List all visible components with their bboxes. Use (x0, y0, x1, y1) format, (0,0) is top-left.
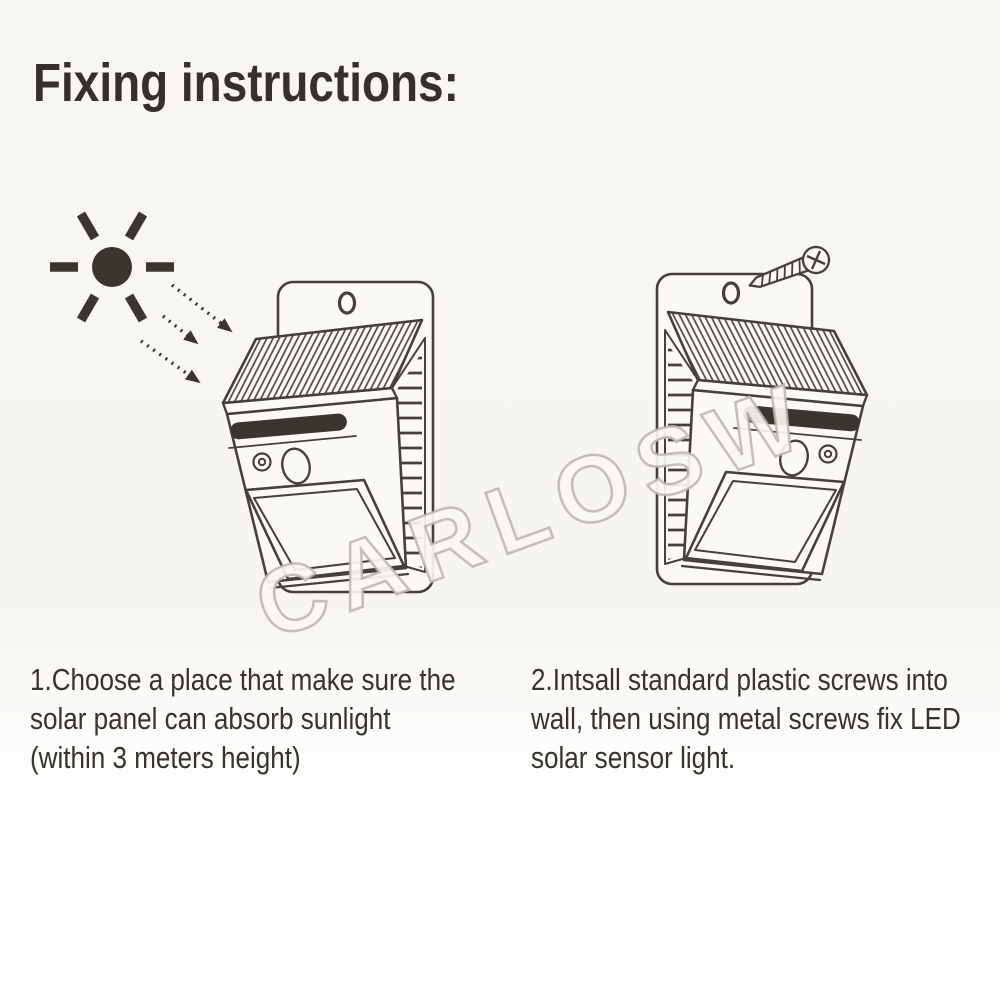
screw-icon (748, 245, 831, 289)
mounting-hole-right (721, 281, 741, 305)
step-1-caption: 1.Choose a place that make sure the sola… (30, 662, 456, 775)
mounting-hole-left (337, 291, 357, 315)
fixing-diagram (50, 211, 869, 594)
page-title: Fixing instructions: (33, 53, 459, 113)
sunlight-arrows-icon (140, 283, 233, 384)
sun-icon (50, 211, 174, 323)
solar-wall-light-left-drawing (221, 280, 435, 594)
step-2-caption: 2.Intsall standard plastic screws into w… (531, 662, 961, 775)
solar-wall-light-right-drawing (655, 272, 869, 586)
